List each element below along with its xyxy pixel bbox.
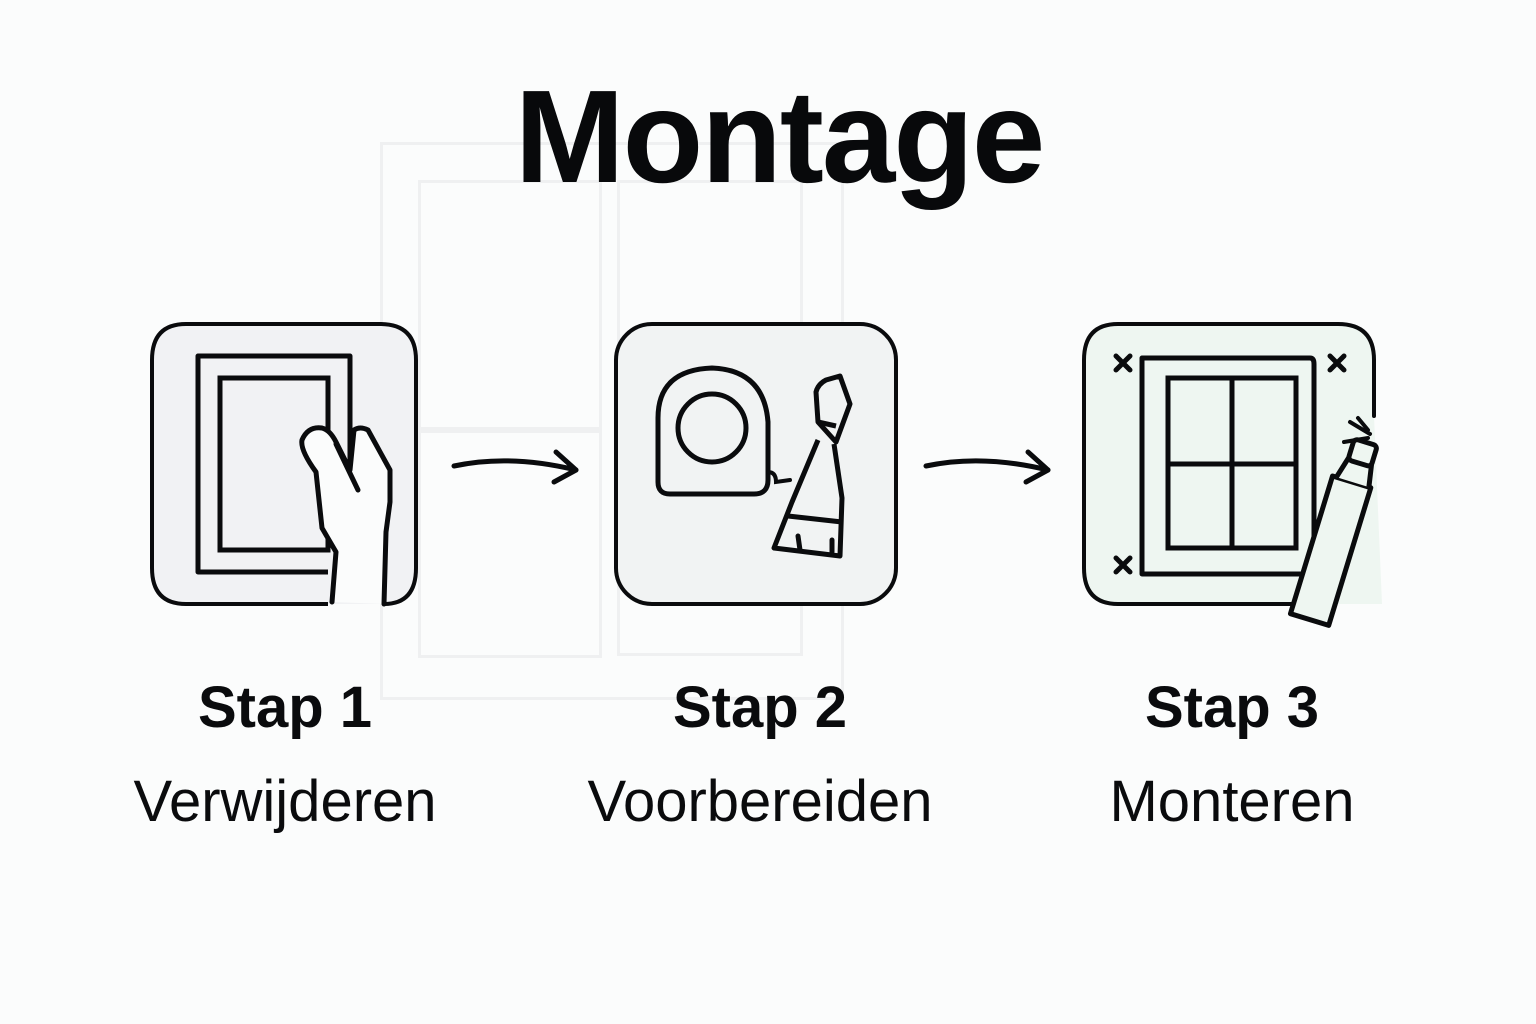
arrow-right-icon (451, 449, 579, 485)
step-2-icon-card (614, 322, 898, 606)
page-title: Montage (514, 63, 1046, 210)
step-3-name: Monteren (1109, 769, 1355, 834)
arrow-step2-to-step3 (922, 448, 1056, 488)
background-frame-top-left (418, 180, 602, 430)
mounting-mark-icons (1113, 353, 1347, 575)
tape-measure-and-brush-icon (614, 322, 898, 606)
step-2-label: Stap 2 (672, 675, 848, 740)
arrow-step1-to-step2 (450, 448, 584, 488)
hand-removing-frame-icon (150, 322, 418, 607)
sealant-tube-icon (1287, 437, 1379, 628)
step-1-name: Verwijderen (133, 769, 437, 834)
window-and-sealant-icon (1082, 322, 1382, 628)
step-1-label: Stap 1 (197, 675, 373, 740)
arrow-right-icon (923, 449, 1051, 485)
step-1-icon-card (150, 322, 420, 608)
step-3-icon-card (1082, 322, 1412, 628)
step-2-name: Voorbereiden (587, 769, 933, 834)
step-3-label: Stap 3 (1144, 675, 1320, 740)
